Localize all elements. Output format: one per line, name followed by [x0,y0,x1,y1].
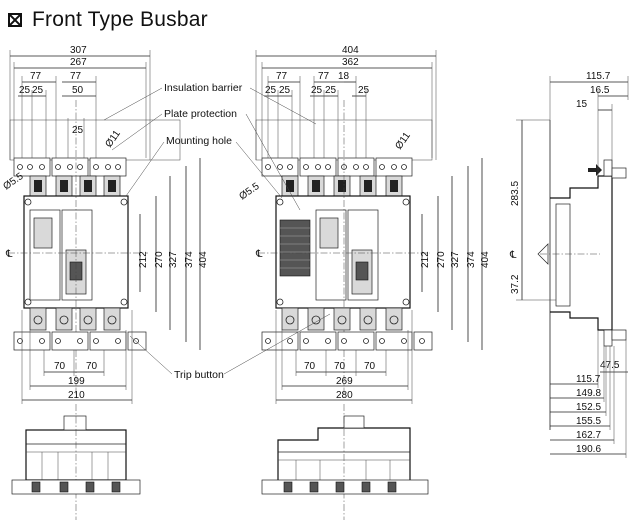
left-dim-270: 270 [154,251,165,268]
svg-text:℄: ℄ [255,249,263,260]
left-right-dimensions: 212 270 327 374 404 [138,158,209,350]
center-dim-77a: 77 [276,71,288,82]
checkbox-mark-icon [8,13,22,27]
center-top-busbars [261,157,413,177]
left-hole-dia-11: Ø11 [103,128,123,150]
side-left-dimensions: 283.5 37.2 [510,119,556,301]
left-top-busbars [13,157,127,177]
center-top-dimensions: 404 362 77 77 18 25 25 25 25 25 [255,45,437,160]
left-bottom-outline-view [11,404,141,520]
side-dim-115-7-top: 115.7 [586,71,611,82]
center-dim-77b: 77 [318,71,330,82]
side-dim-190-6: 190.6 [576,444,601,455]
left-top-terminals [29,175,121,197]
center-dim-280: 280 [336,390,353,401]
svg-text:℄: ℄ [509,250,517,261]
side-top-dimensions: 115.7 16.5 15 [549,71,629,176]
plate-protection-panel [279,219,311,277]
center-right-dimensions: 212 270 327 374 404 [420,158,491,350]
side-dim-15: 15 [576,99,588,110]
label-plate-protection: Plate protection [164,108,237,120]
left-bottom-terminals [29,307,121,331]
label-mounting-hole: Mounting hole [166,135,232,147]
left-dim-70a: 70 [54,361,66,372]
side-dim-115-7: 115.7 [576,374,601,385]
center-bottom-outline-view [261,404,429,520]
center-dim-374: 374 [466,251,477,268]
center-dim-404-v: 404 [480,251,491,268]
left-top-dimensions: 307 267 77 77 25 25 50 25 [9,45,151,160]
center-front-view: ℄ 404 362 77 [237,45,491,520]
right-side-view: ℄ 115.7 16.5 15 283.5 37.2 47.5 [509,71,629,458]
left-dim-25a: 25 [19,85,31,96]
title-block: Front Type Busbar [8,6,208,34]
left-dim-212: 212 [138,251,149,268]
left-bottom-dimensions: 70 70 199 210 [21,310,133,404]
center-hole-dia-5-5: Ø5.5 [237,181,261,203]
left-dim-25c: 25 [72,125,84,136]
center-dim-70c: 70 [364,361,376,372]
left-dim-70b: 70 [86,361,98,372]
center-bottom-busbars [261,331,433,351]
center-dim-362: 362 [342,57,359,68]
left-bottom-busbars [13,331,147,351]
center-dim-25e: 25 [358,85,370,96]
left-dim-307: 307 [70,45,87,56]
left-dim-404: 404 [198,251,209,268]
label-insulation-barrier: Insulation barrier [164,82,243,94]
left-breaker-body [23,195,129,309]
left-dim-199: 199 [68,376,85,387]
left-dim-50: 50 [72,85,84,96]
page-title: Front Type Busbar [32,8,208,31]
side-bottom-dimensions: 115.7 149.8 152.5 155.5 162.7 190.6 [550,330,627,458]
center-dim-404: 404 [342,45,359,56]
center-dim-25c: 25 [311,85,323,96]
center-top-terminals [281,175,403,197]
center-dim-25a: 25 [265,85,277,96]
center-dim-270: 270 [436,251,447,268]
side-dim-162-7: 162.7 [576,430,601,441]
side-dim-283-5: 283.5 [510,181,521,206]
side-dim-152-5: 152.5 [576,402,601,413]
left-dim-374: 374 [184,251,195,268]
side-dim-16-5: 16.5 [590,85,610,96]
center-dim-25d: 25 [325,85,337,96]
left-dim-25b: 25 [32,85,44,96]
left-dim-77a: 77 [30,71,42,82]
center-dim-70a: 70 [304,361,316,372]
plate-protection-hatch [280,227,310,269]
center-hole-dia-11: Ø11 [393,130,413,152]
center-dim-212: 212 [420,251,431,268]
left-dim-210: 210 [68,390,85,401]
center-dim-70b: 70 [334,361,346,372]
left-dim-77b: 77 [70,71,82,82]
center-bottom-dimensions: 70 70 70 269 280 [275,310,413,404]
center-bottom-terminals [281,307,403,331]
left-barrier-outline [9,119,181,161]
svg-text:℄: ℄ [5,249,13,260]
left-front-view: ℄ 307 267 77 77 [1,45,209,520]
center-dim-269: 269 [336,376,353,387]
label-trip-button: Trip button [174,369,224,381]
callouts: Insulation barrier Plate protection Moun… [103,82,331,381]
center-dim-25b: 25 [279,85,291,96]
side-body-outline [550,175,613,331]
side-dim-37-2: 37.2 [510,274,521,294]
center-dim-327: 327 [450,251,461,268]
center-dim-18: 18 [338,71,350,82]
side-dim-155-5: 155.5 [576,416,601,427]
left-dim-327: 327 [168,251,179,268]
arrow-icon [588,164,602,176]
left-dim-267: 267 [70,57,87,68]
side-dim-149-8: 149.8 [576,388,601,399]
